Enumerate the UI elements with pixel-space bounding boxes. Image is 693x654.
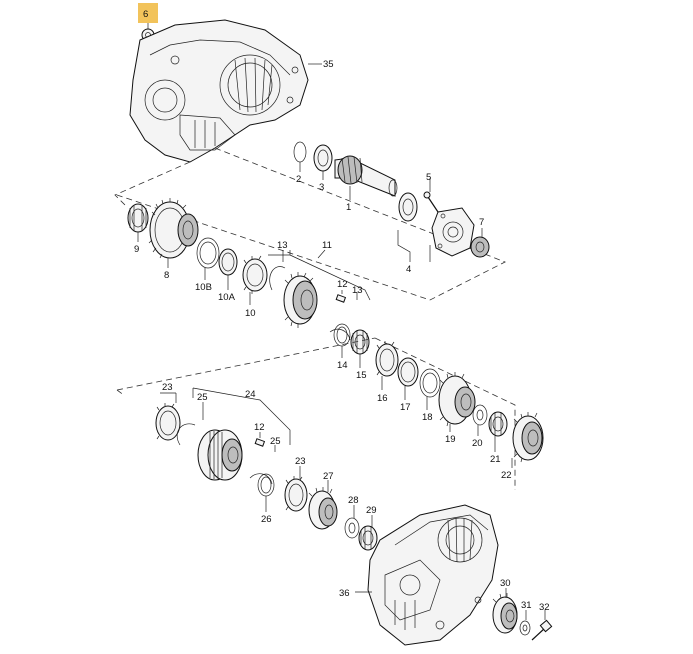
callout-22: 22 <box>501 470 512 481</box>
housing-36[interactable] <box>367 504 499 646</box>
callout-15: 15 <box>356 370 367 381</box>
part-11-synchro-hub[interactable] <box>283 272 318 328</box>
group-frame-middle <box>116 337 516 490</box>
callout-29: 29 <box>366 505 377 516</box>
callout-7: 7 <box>479 217 484 228</box>
part-17-ring[interactable] <box>397 357 419 387</box>
callout-20: 20 <box>472 438 483 449</box>
callout-23-left: 23 <box>162 382 173 393</box>
part-18-ring[interactable] <box>419 368 441 398</box>
callout-35: 35 <box>323 59 334 70</box>
callout-10b: 10B <box>195 282 212 293</box>
part-13-spring-right[interactable] <box>329 328 351 341</box>
callout-23-right: 23 <box>295 456 306 467</box>
callout-12-lower: 12 <box>254 422 265 433</box>
part-5-screw[interactable] <box>423 191 439 213</box>
callout-25-left: 25 <box>197 392 208 403</box>
part-19-gear[interactable] <box>438 372 476 427</box>
callout-19: 19 <box>445 434 456 445</box>
callout-24: 24 <box>245 389 256 400</box>
callout-11: 11 <box>322 240 332 251</box>
group-23-bracket <box>160 392 177 403</box>
callout-28: 28 <box>348 495 359 506</box>
callout-5: 5 <box>426 172 431 183</box>
housing-35[interactable] <box>129 19 309 163</box>
part-30-gear[interactable] <box>492 593 518 634</box>
part-4-bearing[interactable] <box>398 192 418 222</box>
part-21-bearing[interactable] <box>488 411 508 437</box>
part-10b-ring[interactable] <box>196 237 220 269</box>
callout-12-upper: 12 <box>337 279 348 290</box>
callout-6[interactable]: 6 <box>143 9 148 20</box>
callout-30: 30 <box>500 578 511 589</box>
callout-2: 2 <box>296 174 301 185</box>
callout-10a: 10A <box>218 292 236 303</box>
part-2-circlip[interactable] <box>293 141 307 163</box>
part-29-bearing[interactable] <box>358 525 378 551</box>
part-32-bolt[interactable] <box>531 619 553 641</box>
flange-plate[interactable] <box>431 207 475 257</box>
callout-31: 31 <box>521 600 532 611</box>
part-9-needle-bearing[interactable] <box>127 203 149 233</box>
callout-32: 32 <box>539 602 550 613</box>
part-23-synchro-ring-left[interactable] <box>155 403 181 441</box>
callout-18: 18 <box>422 412 433 423</box>
group-24-bracket <box>192 387 291 445</box>
part-7-seal[interactable] <box>470 236 490 258</box>
part-31-washer[interactable] <box>519 620 531 636</box>
part-10a-ring[interactable] <box>218 248 238 276</box>
group-11-bracket <box>268 250 371 301</box>
highlight-box-6[interactable] <box>138 3 158 23</box>
part-10-synchro-ring[interactable] <box>242 255 268 294</box>
part-13-spring-upper[interactable] <box>269 266 286 291</box>
part-16-synchro-ring[interactable] <box>375 341 399 377</box>
callout-17: 17 <box>400 402 411 413</box>
callout-16: 16 <box>377 393 388 404</box>
part-27-gear[interactable] <box>308 487 338 530</box>
callout-25-right: 25 <box>270 436 281 447</box>
group-frame-upper <box>114 147 506 301</box>
part-25-spring-left[interactable] <box>176 423 196 446</box>
part-24-synchro-sleeve[interactable] <box>197 429 243 481</box>
callout-3: 3 <box>319 182 324 193</box>
callout-14: 14 <box>337 360 348 371</box>
callout-1: 1 <box>346 202 351 213</box>
callout-8: 8 <box>164 270 169 281</box>
part-12-key-lower[interactable] <box>254 438 266 447</box>
part-23-synchro-ring-right[interactable] <box>284 476 308 512</box>
part-14-ring[interactable] <box>333 323 351 347</box>
part-8-gear[interactable] <box>148 198 199 259</box>
callout-13-upper: 13 <box>277 240 288 251</box>
part-20-washer[interactable] <box>472 404 488 426</box>
part-28-washer[interactable] <box>344 517 360 539</box>
callout-4: 4 <box>406 264 411 275</box>
part-26-ring[interactable] <box>257 473 275 497</box>
part-22-gear[interactable] <box>512 412 544 463</box>
callout-26: 26 <box>261 514 272 525</box>
callout-10: 10 <box>245 308 256 319</box>
part-1-shaft[interactable] <box>334 155 398 197</box>
callout-13-right: 13 <box>352 285 363 296</box>
callout-27: 27 <box>323 471 334 482</box>
callout-21: 21 <box>490 454 501 465</box>
callout-36: 36 <box>339 588 350 599</box>
part-3-bearing[interactable] <box>313 144 333 172</box>
callout-9: 9 <box>134 244 139 255</box>
part-12-key-upper[interactable] <box>335 294 347 303</box>
